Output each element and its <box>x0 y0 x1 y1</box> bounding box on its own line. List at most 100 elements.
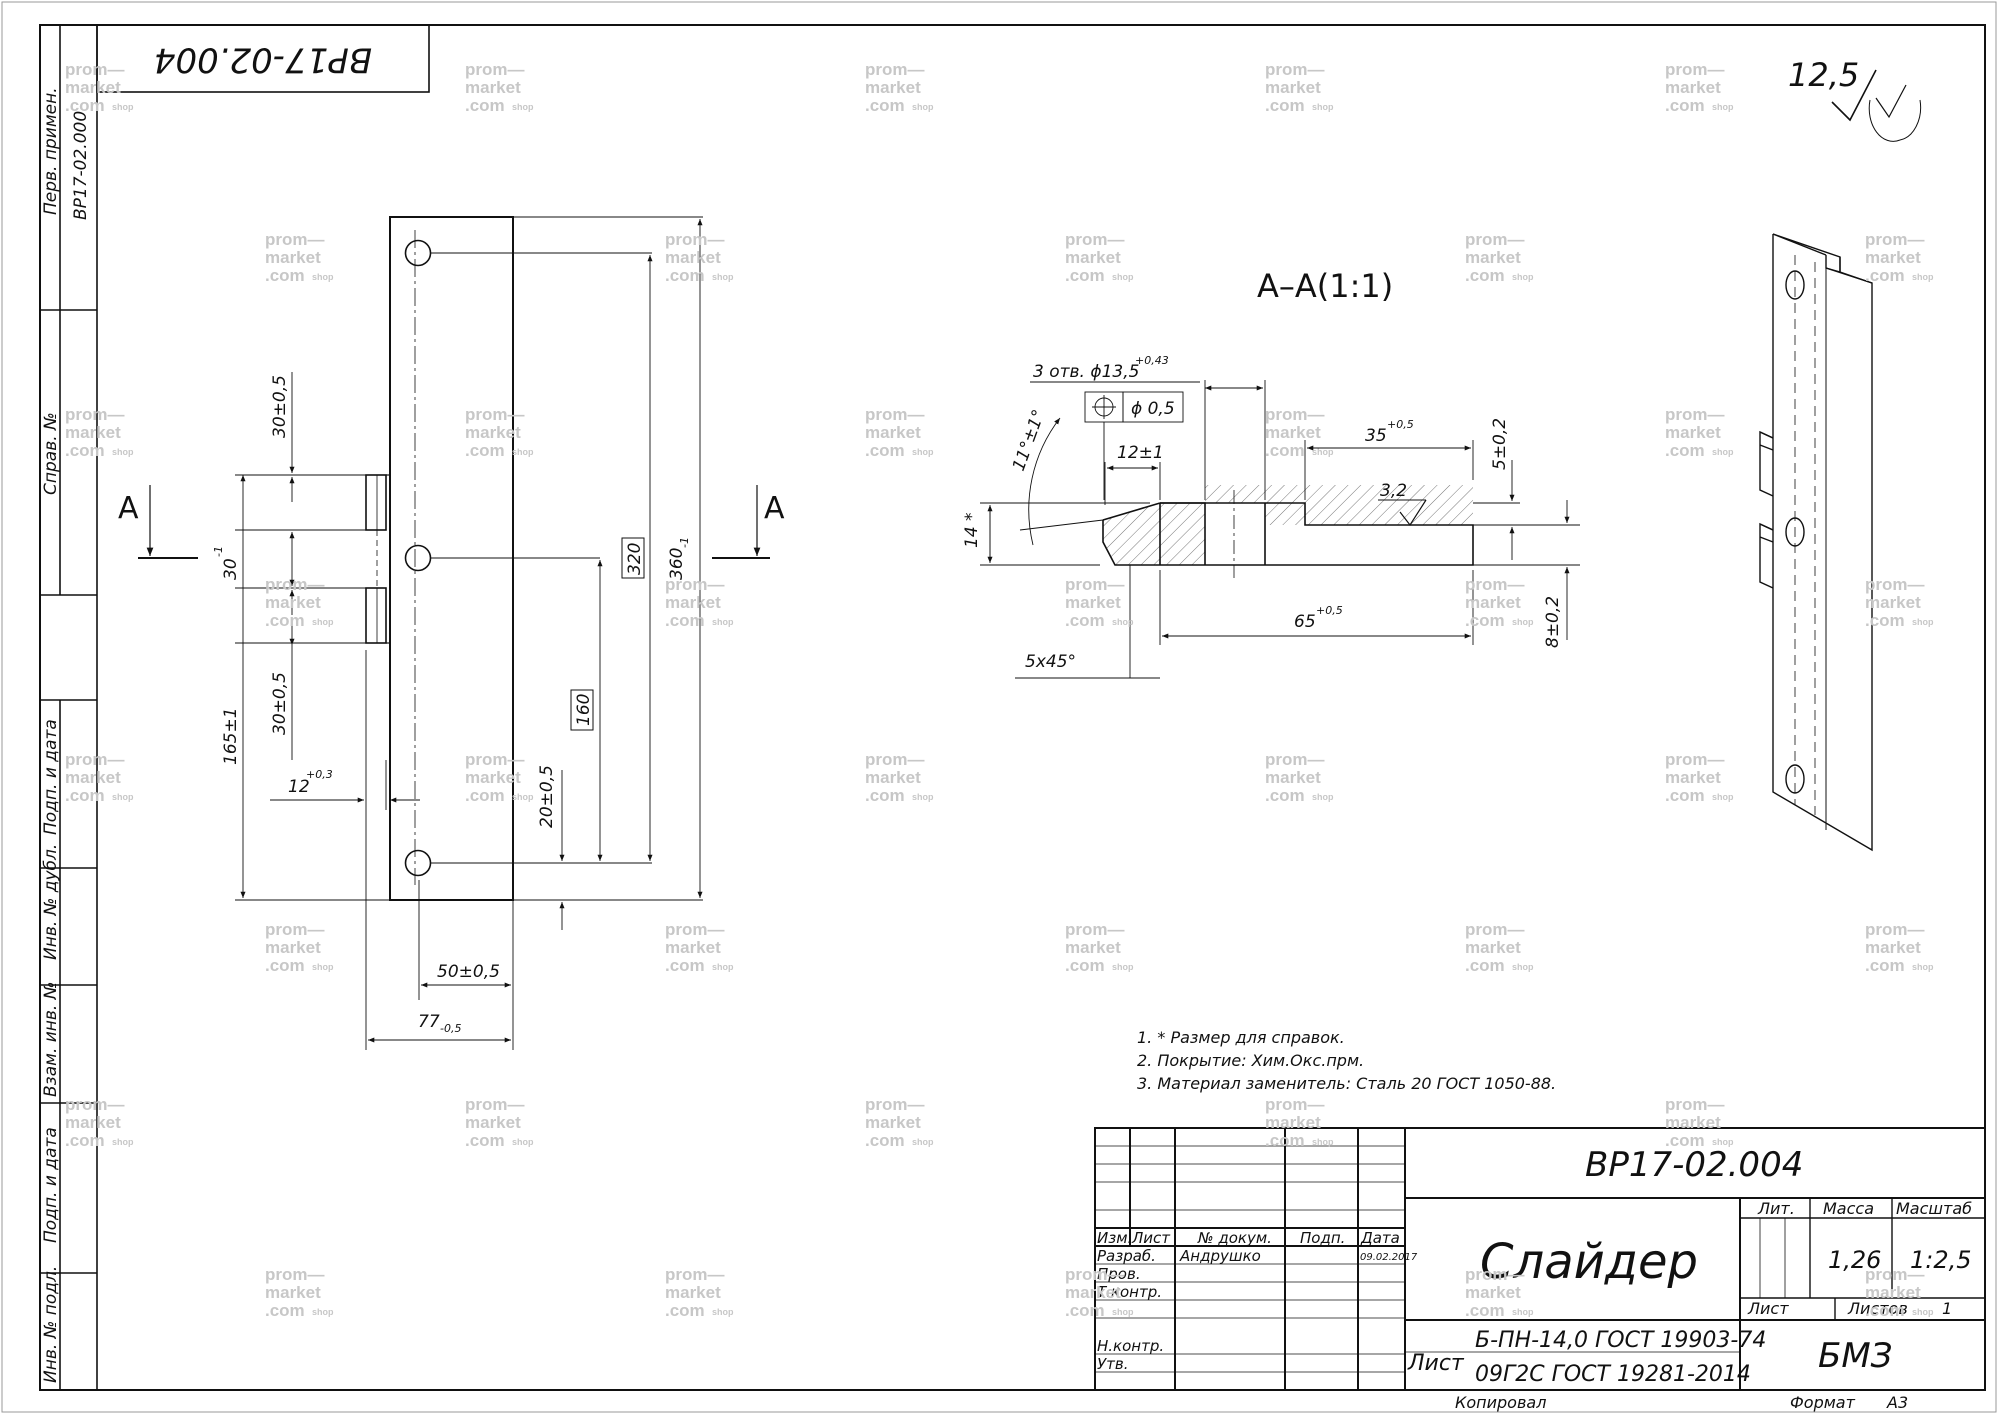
dim-30-low: 30±0,5 <box>270 672 290 735</box>
watermark-text: prom— <box>265 575 325 594</box>
watermark-text: market <box>465 78 521 97</box>
tb-massa-value: 1,26 <box>1828 1246 1881 1274</box>
watermark-text: market <box>1865 938 1921 957</box>
watermark-text: market <box>1065 593 1121 612</box>
dim-77: 77 <box>418 1012 440 1032</box>
watermark-suffix: shop <box>1312 447 1334 457</box>
roughness-symbol: 12,5 <box>1788 56 1922 142</box>
dim-35: 35 <box>1365 426 1387 446</box>
section-mark-left: А <box>118 491 139 526</box>
watermark-text: market <box>1265 1113 1321 1132</box>
watermark-text: prom— <box>1665 405 1725 424</box>
watermark-suffix: shop <box>512 792 534 802</box>
watermark-text: .com <box>1065 266 1105 285</box>
watermark-text: market <box>65 768 121 787</box>
tb-razrab-date: 09.02.2017 <box>1360 1252 1418 1263</box>
podp-data-2: Подп. и дата <box>41 1127 61 1243</box>
tb-code: ВР17-02.004 <box>1585 1145 1803 1185</box>
watermark-suffix: shop <box>512 1137 534 1147</box>
watermark-suffix: shop <box>1112 962 1134 972</box>
watermark-text: prom— <box>1265 1095 1325 1114</box>
watermark-text: .com <box>465 441 505 460</box>
tb-format-value: А3 <box>1886 1393 1908 1412</box>
watermark-text: prom— <box>1065 575 1125 594</box>
left-strip-labels: Перв. примен. ВР17-02.000 Справ. № Подп.… <box>41 87 91 1383</box>
watermark-text: market <box>665 593 721 612</box>
watermark-text: market <box>265 938 321 957</box>
watermark-text: .com <box>1465 1301 1505 1320</box>
watermark-suffix: shop <box>312 1307 334 1317</box>
watermark-suffix: shop <box>712 617 734 627</box>
tb-material-line2: 09Г2С ГОСТ 19281-2014 <box>1475 1362 1751 1387</box>
watermark-text: .com <box>65 786 105 805</box>
tb-row-nkontr: Н.контр. <box>1097 1337 1164 1355</box>
tb-razrab-name: Андрушко <box>1179 1247 1261 1265</box>
watermark-text: .com <box>1065 1301 1105 1320</box>
watermark-text: prom— <box>1865 575 1925 594</box>
tb-row-razrab: Разраб. <box>1097 1247 1156 1265</box>
dim-12-tol: +0,3 <box>306 768 333 781</box>
dim-12-1: 12±1 <box>1117 443 1164 463</box>
watermark-text: market <box>1265 423 1321 442</box>
dim-35-tol: +0,5 <box>1387 418 1414 431</box>
watermark-text: .com <box>1065 611 1105 630</box>
watermark-suffix: shop <box>1912 1307 1934 1317</box>
watermark-text: .com <box>1465 266 1505 285</box>
watermark-text: prom— <box>1265 750 1325 769</box>
watermark-text: prom— <box>1065 1265 1125 1284</box>
tb-masshtab-label: Масштаб <box>1896 1199 1972 1218</box>
watermark-text: .com <box>1265 96 1305 115</box>
watermark-text: prom— <box>1665 1095 1725 1114</box>
watermark-text: prom— <box>1465 1265 1525 1284</box>
watermark-text: market <box>65 423 121 442</box>
roughness-3-2: 3,2 <box>1380 481 1407 501</box>
watermark-text: .com <box>865 441 905 460</box>
watermark-text: market <box>1465 248 1521 267</box>
watermark-text: prom— <box>465 1095 525 1114</box>
tb-listov-value: 1 <box>1942 1299 1952 1318</box>
watermark-text: .com <box>865 96 905 115</box>
watermark-suffix: shop <box>512 447 534 457</box>
section-mark-right: А <box>764 491 785 526</box>
sprav-label: Справ. № <box>41 412 61 495</box>
watermark-text: market <box>665 248 721 267</box>
watermark-text: market <box>65 1113 121 1132</box>
watermark-text: market <box>865 1113 921 1132</box>
perv-primen-label: Перв. примен. <box>41 87 61 215</box>
roughness-value: 12,5 <box>1788 56 1859 94</box>
watermark-suffix: shop <box>912 1137 934 1147</box>
watermark-suffix: shop <box>712 272 734 282</box>
section-dimension-lines <box>980 380 1580 679</box>
watermark-text: prom— <box>1865 920 1925 939</box>
tb-row-utv: Утв. <box>1097 1355 1129 1373</box>
left-strip <box>40 25 98 1390</box>
note-3: 3. Материал заменитель: Сталь 20 ГОСТ 10… <box>1137 1074 1556 1093</box>
watermark-text: .com <box>265 611 305 630</box>
watermark-text: prom— <box>1465 575 1525 594</box>
watermark-suffix: shop <box>112 1137 134 1147</box>
watermark-suffix: shop <box>1512 1307 1534 1317</box>
watermark-text: .com <box>1065 956 1105 975</box>
